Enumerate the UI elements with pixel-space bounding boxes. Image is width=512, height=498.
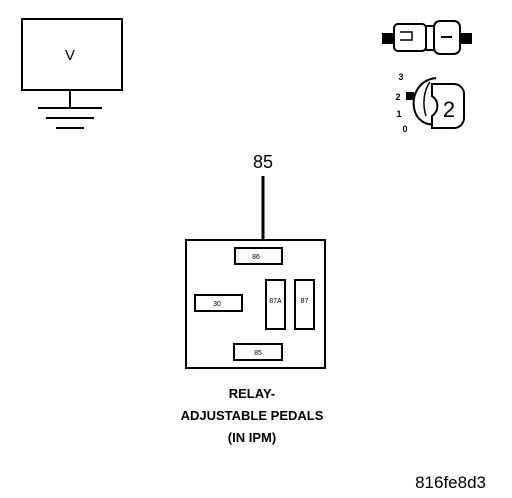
relay-caption: RELAY- ADJUSTABLE PEDALS (IN IPM): [181, 386, 324, 445]
terminal-87a-label: 87A: [269, 298, 282, 305]
probe-position-2: 2: [395, 92, 400, 102]
caption-line-1: RELAY-: [229, 386, 275, 401]
voltmeter-box: [21, 18, 123, 91]
terminal-87-label: 87: [301, 298, 309, 305]
caption-line-2: ADJUSTABLE PEDALS: [181, 408, 324, 423]
multimeter-probe-icon: 2 3 2 1 0: [395, 72, 465, 134]
probe-position-0: 0: [402, 124, 407, 134]
terminal-85-label: 85: [254, 350, 262, 357]
terminal-86: [234, 247, 283, 265]
voltmeter: V: [21, 18, 123, 129]
test-lead-connector-icon: [382, 20, 472, 55]
terminal-30: [194, 294, 243, 312]
probe-label: 2: [443, 97, 455, 122]
relay: 86 30 87A 87 85: [185, 239, 326, 369]
probe-position-3: 3: [398, 72, 403, 82]
terminal-87: [294, 279, 315, 330]
terminal-30-label: 30: [213, 301, 221, 308]
ground-icon: [38, 107, 102, 129]
test-pin-label: 85: [253, 152, 273, 172]
caption-line-3: (IN IPM): [228, 430, 276, 445]
voltmeter-label: V: [65, 47, 75, 64]
terminal-85: [233, 343, 283, 361]
probe-position-1: 1: [396, 109, 401, 119]
terminal-86-label: 86: [252, 254, 260, 261]
figure-code: 816fe8d3: [415, 473, 486, 492]
terminal-87a: [265, 279, 286, 330]
